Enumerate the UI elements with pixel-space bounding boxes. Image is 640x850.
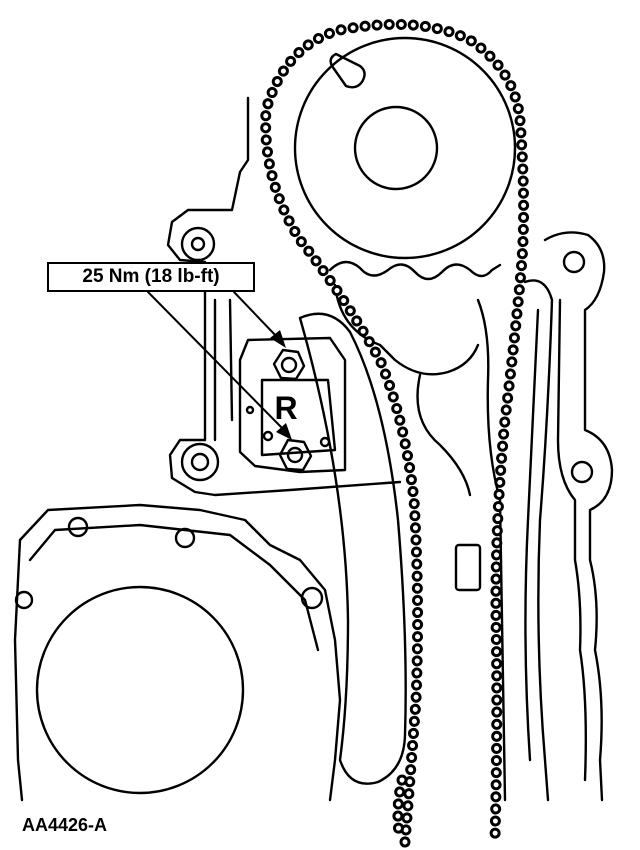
crank-bore (35, 585, 245, 795)
front-cover-outline (18, 503, 342, 802)
tensioner-pin-left (262, 430, 274, 442)
right-chain-guide-inner (524, 308, 540, 762)
timing-chain-links (263, 21, 527, 845)
leader-arrow-upper (270, 330, 286, 348)
block-dowel-upper-hole (190, 236, 206, 252)
right-block-casting (543, 231, 614, 802)
timing-chain-outer (260, 18, 530, 848)
mid-casting-line (476, 298, 507, 802)
front-cover-inner (28, 523, 320, 652)
camshaft-key-slot (329, 52, 366, 89)
tensioner-bolt-lower (278, 438, 313, 472)
right-chain-guide (523, 279, 554, 802)
torque-callout: 25 Nm (18 lb-ft) (47, 262, 255, 292)
leader-arrow-lower (276, 423, 292, 440)
camshaft-sprocket (293, 36, 517, 260)
cover-bolt-hole-far-left (14, 590, 34, 610)
cover-bolt-hole-left (67, 516, 89, 538)
leader-line-lower (147, 291, 285, 431)
block-inner-line (213, 298, 234, 442)
block-dowel-upper (180, 226, 216, 262)
tensioner-face (260, 378, 337, 457)
cover-bolt-hole-mid (174, 527, 196, 549)
block-dowel-lower (180, 442, 220, 482)
tensioner-arm (298, 312, 407, 785)
block-dowel-lower-hole (190, 452, 210, 472)
tensioner-stamp-letter: R (274, 390, 298, 426)
boss-block (454, 543, 482, 592)
right-block-hole-upper (562, 250, 586, 274)
tensioner-bolt-upper (272, 348, 306, 381)
cover-bolt-hole-right (300, 586, 324, 610)
figure-id: AA4426-A (22, 815, 108, 835)
right-block-hole-lower (570, 460, 594, 484)
leader-line-upper (233, 291, 279, 339)
cam-gear-teeth (328, 260, 502, 281)
tensioner-pin-top (245, 405, 255, 415)
camshaft-center-bore (353, 105, 439, 191)
tensioner-body (238, 336, 347, 474)
cam-gear-body (333, 283, 480, 376)
right-block-inner (556, 298, 588, 782)
tensioner-pin-right (319, 436, 331, 448)
front-cover-lip (13, 538, 24, 802)
timing-chain-lower-left (392, 774, 408, 846)
cam-gear-lower-lobe (416, 373, 472, 497)
